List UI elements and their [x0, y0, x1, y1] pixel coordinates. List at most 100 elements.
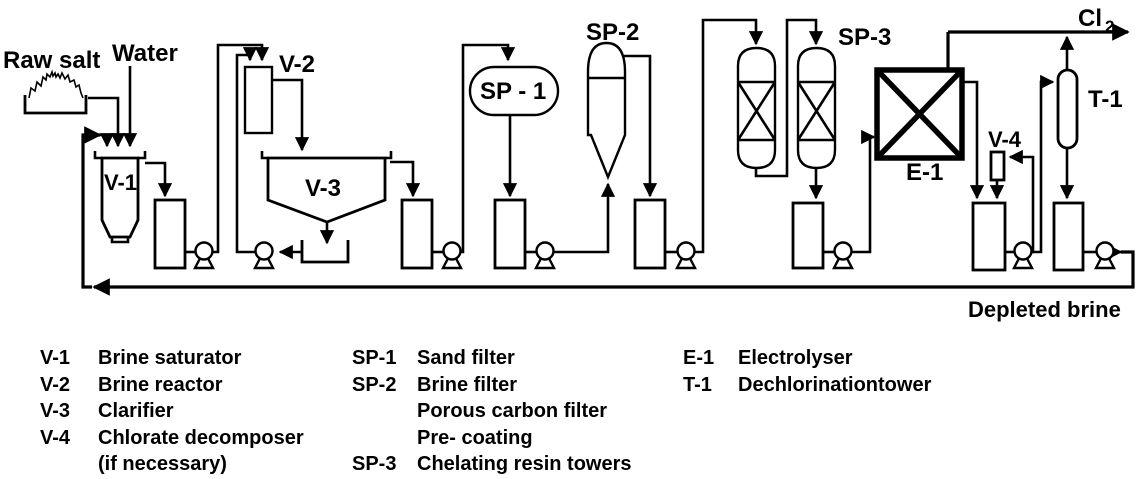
legend-desc: Brine filter	[417, 373, 518, 396]
legend-row: E-1 Electrolyser	[683, 345, 931, 372]
legend-row: V-3 Clarifier	[40, 398, 304, 425]
sp2-label: SP-2	[586, 19, 639, 46]
pipe-brine-recycle-into-v1	[99, 133, 115, 148]
sp2-brine-filter-symbol	[586, 41, 627, 181]
tank-after-v1	[153, 198, 187, 270]
legend-code: SP-3	[352, 453, 397, 476]
legend-row: SP-3 Chelating resin towers	[352, 451, 632, 478]
v2-brine-reactor-symbol	[243, 65, 274, 135]
legend-desc: Electrolyser	[738, 347, 853, 369]
tank-after-sp2	[633, 198, 667, 270]
e1-label: E-1	[906, 159, 943, 186]
salt-tray	[23, 95, 88, 115]
pipe-sp3-col1-to-col2	[754, 18, 824, 178]
legend-code	[352, 425, 417, 452]
legend-desc: Chlorate decomposer	[98, 426, 304, 449]
pipe-sp2-outlet	[621, 54, 658, 198]
legend-code: T-1	[683, 373, 712, 396]
legend-code: SP-1	[352, 347, 397, 369]
legend-row: Porous carbon filter	[352, 398, 632, 425]
pump-icon	[1012, 241, 1034, 270]
pump-icon	[253, 241, 275, 270]
legend-desc: Sand filter	[417, 347, 515, 369]
pump-icon	[1094, 241, 1116, 270]
chlorine-label-subscript: 2	[1105, 17, 1114, 36]
tank-after-sp1	[493, 198, 527, 270]
pipe-v1-outlet	[145, 161, 173, 198]
legend-desc: (if necessary)	[98, 453, 227, 476]
tank-after-v3	[400, 198, 434, 270]
pump-icon	[534, 241, 556, 270]
pipe-pump7-to-t1	[1032, 74, 1055, 254]
v3-clarifier-symbol	[260, 151, 393, 224]
pipe-pump5-to-sp3	[694, 18, 764, 254]
water-label: Water	[112, 40, 178, 67]
legend-code: V-3	[40, 400, 71, 423]
pump-icon	[675, 241, 697, 270]
v4-chlorate-decomposer-symbol	[989, 150, 1006, 182]
sp3-chelating-tower-1-symbol	[736, 46, 777, 170]
legend-column-main-units: E-1 Electrolyser T-1 Dechlorinationtower	[683, 345, 931, 398]
pipe-pump3-to-sp1	[461, 43, 516, 254]
pipe-pump4-to-sp2	[553, 182, 616, 254]
sp1-label: SP - 1	[480, 78, 546, 105]
legend-desc: Dechlorinationtower	[738, 373, 932, 396]
legend-code: V-4	[40, 426, 71, 449]
v4-label: V-4	[988, 127, 1022, 152]
pipe-pump6-to-e1	[851, 129, 876, 254]
legend-desc: Clarifier	[98, 400, 174, 423]
legend-row: SP-1 Sand filter	[352, 345, 632, 372]
legend-desc: Brine saturator	[98, 347, 242, 369]
tank-after-sp3	[791, 201, 825, 270]
pump-icon	[832, 241, 854, 270]
pipe-v2-to-v3	[272, 78, 310, 152]
legend-row: T-1 Dechlorinationtower	[683, 372, 931, 399]
pipe-raw-salt-feed	[88, 96, 126, 148]
dechlorination-feed-tank	[971, 201, 1007, 272]
legend-desc: Porous carbon filter	[417, 400, 608, 423]
pipe-v3-overflow	[390, 160, 421, 198]
legend-desc: Brine reactor	[98, 373, 223, 396]
pipe-brine-recycle-riser	[81, 126, 102, 289]
pipe-depleted-brine-return	[92, 250, 1135, 296]
e1-electrolyser-symbol	[874, 67, 965, 161]
pipe-pump1-to-v2	[213, 43, 270, 254]
sp1-sand-filter-symbol	[468, 65, 560, 117]
depleted-brine-tank	[1052, 201, 1085, 272]
sp3-chelating-tower-2-symbol	[796, 46, 837, 170]
sludge-tank	[300, 240, 350, 264]
legend-code: V-2	[40, 373, 71, 396]
v3-label: V-3	[305, 175, 341, 202]
pump-icon	[441, 241, 463, 270]
pumps	[193, 241, 1116, 270]
legend-code	[352, 398, 417, 425]
raw-salt-label: Raw salt	[3, 47, 100, 74]
legend-code: SP-2	[352, 373, 397, 396]
legend-row: SP-2 Brine filter	[352, 372, 632, 399]
legend-row: (if necessary)	[40, 451, 304, 478]
legend-code: V-1	[40, 347, 71, 369]
legend-row: V-2 Brine reactor	[40, 372, 304, 399]
sp3-label: SP-3	[838, 24, 891, 51]
pipe-pump2-to-v2	[235, 47, 258, 254]
t1-label: T-1	[1088, 86, 1123, 113]
legend-row: Pre- coating	[352, 425, 632, 452]
t1-dechlorination-tower-symbol	[1056, 68, 1079, 150]
raw-salt-pile-icon	[23, 69, 88, 115]
legend-row: V-1 Brine saturator	[40, 345, 304, 372]
chlorine-label: Cl	[1078, 5, 1102, 32]
depleted-brine-label: Depleted brine	[968, 297, 1121, 322]
legend-code: E-1	[683, 347, 715, 369]
legend-desc: Pre- coating	[417, 426, 533, 449]
legend-row: V-4 Chlorate decomposer	[40, 425, 304, 452]
v2-label: V-2	[279, 51, 315, 78]
v1-brine-saturator-symbol	[93, 151, 147, 244]
pipe-pump7-to-v4	[1008, 149, 1035, 254]
legend-desc: Chelating resin towers	[417, 453, 632, 476]
legend-column-filters: SP-1 Sand filter SP-2 Brine filter Porous …	[352, 345, 632, 478]
v1-label: V-1	[104, 170, 137, 195]
pipe-e1-brine-outlet	[962, 80, 985, 200]
